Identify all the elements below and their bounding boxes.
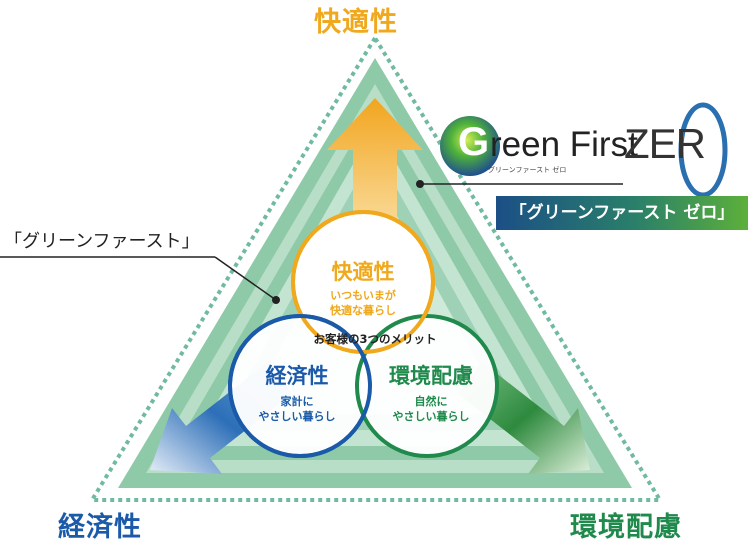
comfort-circle-content: 快適性 いつもいまが 快適な暮らし <box>303 256 423 318</box>
comfort-circle-title: 快適性 <box>331 260 395 284</box>
green-first-callout-label: 「グリーンファースト」 <box>4 231 200 252</box>
green-first-zero-logo: G reen First ZER グリーンファースト ゼロ <box>450 117 750 187</box>
zero-callout-dot <box>416 180 424 188</box>
green-first-callout-dot <box>272 296 280 304</box>
logo-zero-text: ZER <box>624 120 706 167</box>
green-first-zero-badge: 「グリーンファースト ゼロ」 <box>496 196 748 230</box>
outer-dotted-triangle <box>88 34 664 502</box>
environment-circle-content: 環境配慮 自然に やさしい暮らし <box>372 360 490 424</box>
logo-g-mark <box>440 116 500 176</box>
environment-circle-subtitle: 自然に やさしい暮らし <box>392 395 470 423</box>
logo-main-text: reen First <box>490 125 638 164</box>
logo-g-letter: G <box>458 120 490 164</box>
corner-label-comfort: 快適性 <box>314 7 398 38</box>
logo-subtitle: グリーンファースト ゼロ <box>488 166 567 174</box>
environment-circle <box>355 314 499 458</box>
comfort-arrow <box>327 98 423 258</box>
environment-circle-title: 環境配慮 <box>389 364 473 388</box>
economy-circle-subtitle: 家計に やさしい暮らし <box>258 395 336 423</box>
logo-zero-o <box>678 102 728 198</box>
corner-label-economy: 経済性 <box>58 512 142 543</box>
economy-circle-content: 経済性 家計に やさしい暮らし <box>238 360 356 424</box>
corner-label-environment: 環境配慮 <box>570 512 682 543</box>
economy-circle-title: 経済性 <box>265 364 329 388</box>
center-merits-label: お客様の3つのメリット <box>313 332 437 346</box>
comfort-circle-subtitle: いつもいまが 快適な暮らし <box>330 289 396 317</box>
